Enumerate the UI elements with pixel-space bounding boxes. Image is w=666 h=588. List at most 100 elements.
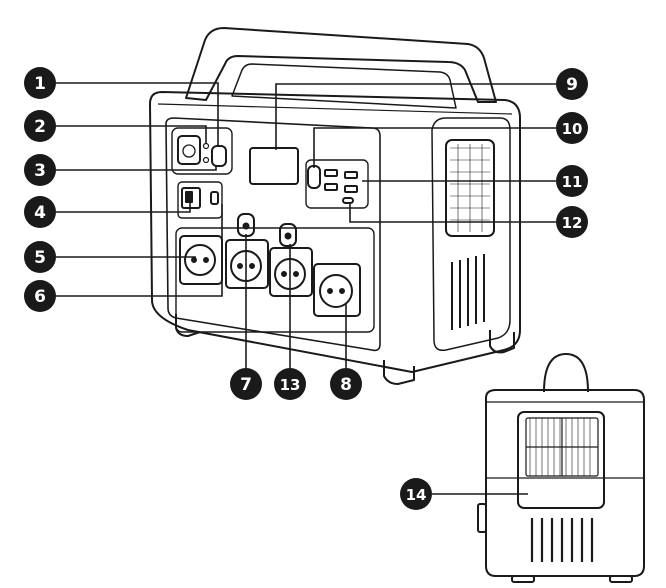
leader-line-4 xyxy=(56,200,191,213)
callout-badge xyxy=(330,368,362,400)
callout-label: 9 xyxy=(566,75,578,95)
side-foot-left xyxy=(511,575,535,583)
callout-label: 6 xyxy=(34,287,46,307)
callout-label: 4 xyxy=(34,203,46,223)
callout-10: 10 xyxy=(556,112,588,144)
left-control-module xyxy=(171,127,233,175)
side-vents xyxy=(451,254,485,330)
ac-socket-4[interactable] xyxy=(313,263,361,317)
callout-badge xyxy=(24,154,56,186)
side-fan-mesh-lines xyxy=(526,418,598,476)
callout-13: 13 xyxy=(274,368,306,400)
callout-badge xyxy=(400,478,432,510)
indicator-led-2 xyxy=(202,156,210,164)
callout-badge xyxy=(24,67,56,99)
callout-label: 11 xyxy=(562,173,583,191)
callout-badge xyxy=(556,206,588,238)
callout-8: 8 xyxy=(330,368,362,400)
dc-output-port-right[interactable] xyxy=(279,223,297,247)
usb-module xyxy=(305,159,369,209)
callout-11: 11 xyxy=(556,165,588,197)
leader-line-1 xyxy=(56,82,219,146)
callout-1: 1 xyxy=(24,67,56,99)
callout-label: 10 xyxy=(562,120,583,138)
callout-2: 2 xyxy=(24,110,56,142)
foot-front-left xyxy=(175,314,201,337)
callout-label: 2 xyxy=(34,117,46,137)
usb-c-port[interactable] xyxy=(342,197,354,204)
ac-socket-2[interactable] xyxy=(225,239,269,289)
callout-label: 8 xyxy=(340,375,352,395)
callout-badge xyxy=(24,241,56,273)
foot-front-right xyxy=(383,360,415,385)
usb-a-port-2[interactable] xyxy=(344,171,358,179)
callout-badge xyxy=(230,368,262,400)
callout-7: 7 xyxy=(230,368,262,400)
breaker-module xyxy=(177,181,223,219)
callout-badge xyxy=(24,280,56,312)
side-view-vents xyxy=(530,518,594,562)
dc-port-dot-2 xyxy=(284,232,292,240)
breaker-lever[interactable] xyxy=(185,191,193,203)
side-grille-panel xyxy=(517,411,605,509)
side-fan-grille xyxy=(445,139,495,237)
leader-line-6 xyxy=(56,204,223,297)
breaker-switch[interactable] xyxy=(181,187,201,209)
usb-a-port-4[interactable] xyxy=(344,185,358,193)
callout-5: 5 xyxy=(24,241,56,273)
callout-6: 6 xyxy=(24,280,56,312)
leader-line-3 xyxy=(56,166,217,171)
callout-label: 7 xyxy=(240,375,252,395)
callout-badge xyxy=(556,165,588,197)
leader-line-10 xyxy=(313,127,556,168)
callout-label: 14 xyxy=(406,486,427,504)
side-handle xyxy=(543,353,589,393)
callout-label: 5 xyxy=(34,248,46,268)
ac-socket-3[interactable] xyxy=(269,247,313,297)
usb-power-button[interactable] xyxy=(307,165,321,189)
power-station-front-view xyxy=(149,27,521,385)
callout-12: 12 xyxy=(556,206,588,238)
callout-badge xyxy=(556,112,588,144)
carry-handle xyxy=(185,27,497,103)
callouts: 1 2 3 4 5 6 7 8 xyxy=(24,67,588,510)
callout-9: 9 xyxy=(556,68,588,100)
body-top-edge xyxy=(157,103,513,115)
main-power-button[interactable] xyxy=(177,135,201,165)
callout-14: 14 xyxy=(400,478,432,510)
handle-grip xyxy=(231,63,457,109)
main-power-button-circle xyxy=(182,144,196,158)
callout-4: 4 xyxy=(24,196,56,228)
usb-a-port-1[interactable] xyxy=(324,169,338,177)
callout-badge xyxy=(24,110,56,142)
callout-3: 3 xyxy=(24,154,56,186)
side-body xyxy=(485,389,645,577)
callout-badge xyxy=(24,196,56,228)
leader-line-2 xyxy=(56,125,207,144)
breaker-reset-button[interactable] xyxy=(210,191,219,205)
ac-power-button[interactable] xyxy=(211,145,227,167)
body-side-panel xyxy=(431,117,511,352)
foot-back-right xyxy=(489,330,515,354)
main-body xyxy=(149,91,521,373)
side-fan-grille-mesh xyxy=(450,144,490,232)
callout-badge xyxy=(274,368,306,400)
callout-label: 13 xyxy=(280,376,301,394)
ac-socket-frame xyxy=(175,227,375,333)
front-panel xyxy=(165,117,381,352)
side-tab xyxy=(477,503,487,533)
callout-badge xyxy=(556,68,588,100)
callout-label: 1 xyxy=(34,74,46,94)
leader-line-12 xyxy=(349,204,556,223)
usb-a-port-3[interactable] xyxy=(324,183,338,191)
ac-socket-1[interactable] xyxy=(179,235,223,285)
callout-label: 12 xyxy=(562,214,583,232)
power-station-side-view xyxy=(477,353,645,583)
side-foot-right xyxy=(609,575,633,583)
callout-label: 3 xyxy=(34,161,46,181)
indicator-led xyxy=(202,142,210,150)
lcd-display xyxy=(249,147,299,185)
leader-lines xyxy=(56,82,556,495)
leader-line-9 xyxy=(275,83,556,150)
